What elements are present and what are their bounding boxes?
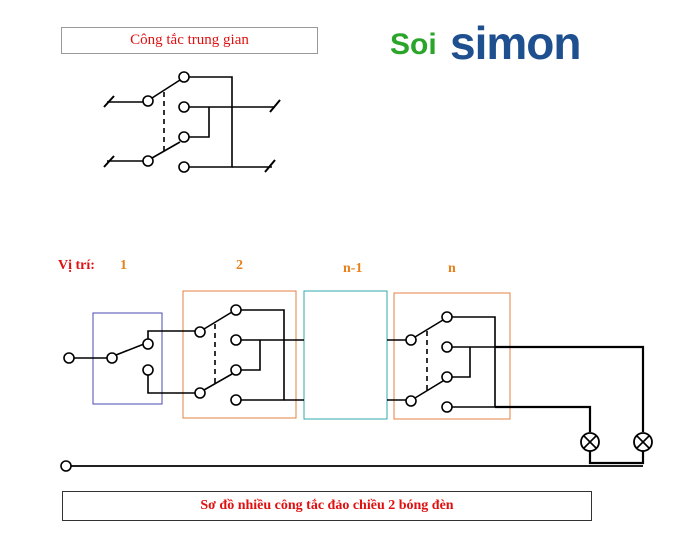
lamp-2 <box>633 432 653 452</box>
position-label: Vị trí: <box>58 258 95 273</box>
diagram-caption-box: Sơ đồ nhiều công tắc đảo chiều 2 bóng đè… <box>62 491 592 521</box>
diagram-title: Công tắc trung gian <box>130 32 249 48</box>
switch-1 <box>63 330 200 394</box>
switch-n <box>405 311 496 413</box>
position-2-box <box>182 290 297 419</box>
position-1-label: 1 <box>120 258 127 273</box>
intermediate-switch-symbol <box>103 71 281 173</box>
lamp-1 <box>580 432 600 452</box>
logo-simon-text: simon <box>450 17 581 69</box>
logo-soi-text: Soi <box>390 28 437 61</box>
position-n-box <box>393 292 511 420</box>
switch-2 <box>194 304 304 406</box>
position-n-minus-1-label: n-1 <box>343 261 363 276</box>
position-n-minus-1-box <box>303 290 388 420</box>
diagram-caption: Sơ đồ nhiều công tắc đảo chiều 2 bóng đè… <box>200 498 454 513</box>
position-2-label: 2 <box>236 258 243 273</box>
position-n-label: n <box>448 261 456 276</box>
diagram-title-box: Công tắc trung gian <box>61 27 318 54</box>
